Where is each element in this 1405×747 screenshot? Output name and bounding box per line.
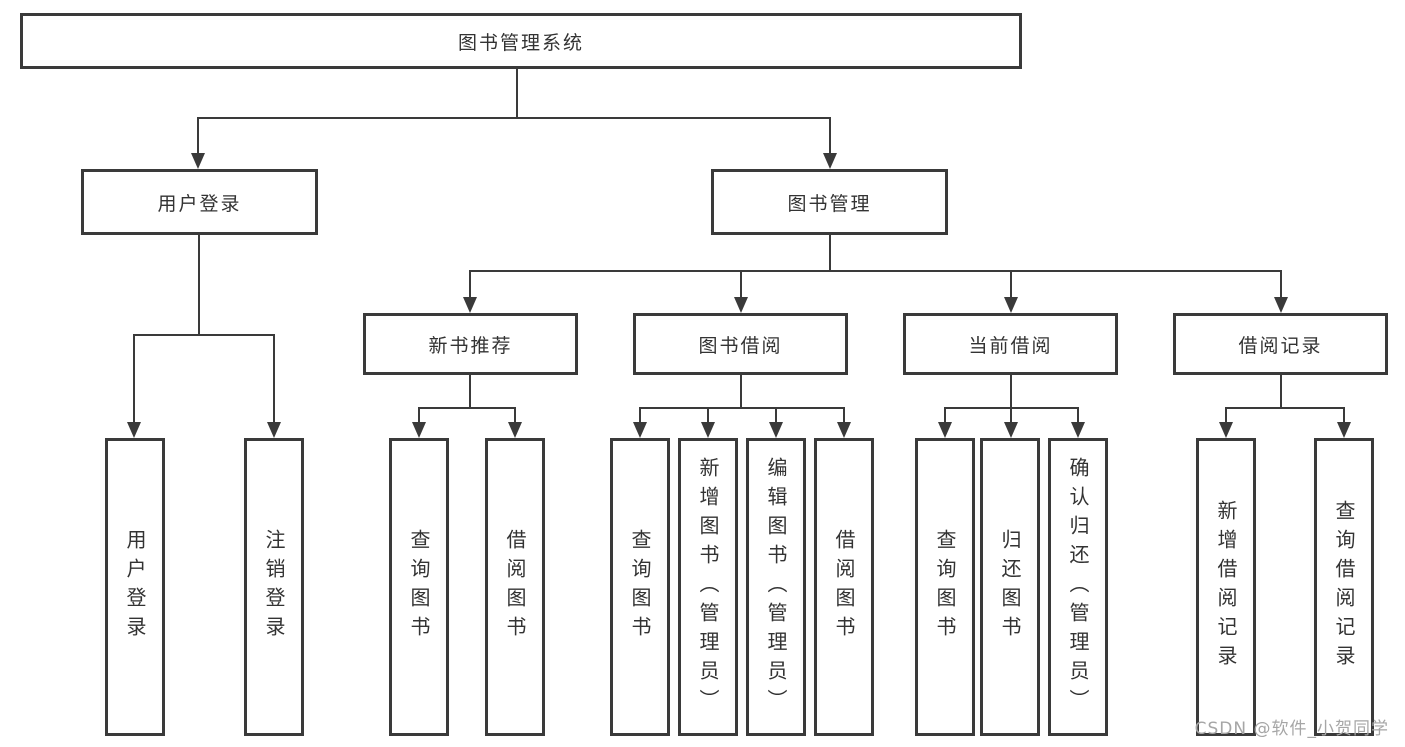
arrow-down-icon <box>633 422 647 438</box>
node-book-borrow: 图书借阅 <box>633 313 848 375</box>
node-label: 查询借阅记录 <box>1332 500 1356 674</box>
connector-arrow-stem <box>1280 271 1282 301</box>
connector-arrow-stem <box>418 408 420 426</box>
node-leaf-borrow-book-1: 借阅图书 <box>485 438 545 736</box>
node-leaf-return-book: 归还图书 <box>980 438 1040 736</box>
arrow-down-icon <box>1004 297 1018 313</box>
watermark: CSDN @软件_小贺同学 <box>1194 719 1389 739</box>
arrow-down-icon <box>412 422 426 438</box>
node-leaf-confirm-return: 确认归还（管理员） <box>1048 438 1108 736</box>
node-leaf-query-book-1: 查询图书 <box>389 438 449 736</box>
arrow-down-icon <box>508 422 522 438</box>
node-label: 新书推荐 <box>428 334 513 357</box>
node-user-login: 用户登录 <box>81 169 318 235</box>
node-leaf-edit-book: 编辑图书（管理员） <box>746 438 806 736</box>
node-label: 归还图书 <box>998 529 1022 645</box>
connector-arrow-stem <box>707 408 709 426</box>
connector-vline <box>740 375 742 408</box>
node-leaf-borrow-book-2: 借阅图书 <box>814 438 874 736</box>
arrow-down-icon <box>823 153 837 169</box>
connector-vline <box>469 375 471 408</box>
connector-vline <box>1280 375 1282 408</box>
node-label: 借阅图书 <box>503 529 527 645</box>
arrow-down-icon <box>769 422 783 438</box>
arrow-down-icon <box>1219 422 1233 438</box>
node-borrow-records: 借阅记录 <box>1173 313 1388 375</box>
node-leaf-add-borrow-record: 新增借阅记录 <box>1196 438 1256 736</box>
node-label: 新增图书（管理员） <box>696 456 720 718</box>
connector-arrow-stem <box>1010 271 1012 301</box>
connector-arrow-stem <box>1010 408 1012 426</box>
connector-arrow-stem <box>469 271 471 301</box>
connector-hline <box>418 407 516 409</box>
connector-arrow-stem <box>1343 408 1345 426</box>
node-leaf-query-borrow-record: 查询借阅记录 <box>1314 438 1374 736</box>
arrow-down-icon <box>938 422 952 438</box>
node-label: 编辑图书（管理员） <box>764 456 788 718</box>
connector-vline <box>1010 375 1012 408</box>
node-label: 注销登录 <box>262 529 286 645</box>
connector-arrow-stem <box>273 335 275 426</box>
connector-arrow-stem <box>197 118 199 157</box>
connector-arrow-stem <box>133 335 135 426</box>
connector-arrow-stem <box>639 408 641 426</box>
connector-hline <box>1225 407 1345 409</box>
arrow-down-icon <box>1071 422 1085 438</box>
node-label: 图书借阅 <box>698 334 783 357</box>
arrow-down-icon <box>127 422 141 438</box>
connector-arrow-stem <box>1225 408 1227 426</box>
connector-vline <box>516 69 518 118</box>
connector-arrow-stem <box>775 408 777 426</box>
node-leaf-logout: 注销登录 <box>244 438 304 736</box>
arrow-down-icon <box>734 297 748 313</box>
node-label: 查询图书 <box>407 529 431 645</box>
node-new-book-recommend: 新书推荐 <box>363 313 578 375</box>
arrow-down-icon <box>463 297 477 313</box>
connector-arrow-stem <box>514 408 516 426</box>
connector-vline <box>198 235 200 335</box>
connector-arrow-stem <box>740 271 742 301</box>
connector-arrow-stem <box>944 408 946 426</box>
node-label: 确认归还（管理员） <box>1066 456 1090 718</box>
arrow-down-icon <box>191 153 205 169</box>
node-book-management: 图书管理 <box>711 169 948 235</box>
node-label: 查询图书 <box>933 529 957 645</box>
node-label: 新增借阅记录 <box>1214 500 1238 674</box>
node-system-root: 图书管理系统 <box>20 13 1022 69</box>
connector-hline <box>133 334 275 336</box>
node-label: 当前借阅 <box>968 334 1053 357</box>
node-label: 用户登录 <box>123 529 147 645</box>
arrow-down-icon <box>1004 422 1018 438</box>
connector-arrow-stem <box>843 408 845 426</box>
node-label: 借阅记录 <box>1238 334 1323 357</box>
arrow-down-icon <box>1274 297 1288 313</box>
connector-arrow-stem <box>1077 408 1079 426</box>
connector-vline <box>829 235 831 271</box>
node-leaf-add-book: 新增图书（管理员） <box>678 438 738 736</box>
connector-arrow-stem <box>829 118 831 157</box>
arrow-down-icon <box>267 422 281 438</box>
node-label: 查询图书 <box>628 529 652 645</box>
node-label: 用户登录 <box>157 192 242 215</box>
node-label: 图书管理系统 <box>457 31 584 54</box>
node-label: 图书管理 <box>787 192 872 215</box>
node-leaf-query-book-3: 查询图书 <box>915 438 975 736</box>
arrow-down-icon <box>837 422 851 438</box>
arrow-down-icon <box>701 422 715 438</box>
node-current-borrow: 当前借阅 <box>903 313 1118 375</box>
node-leaf-user-login: 用户登录 <box>105 438 165 736</box>
connector-hline <box>639 407 845 409</box>
node-label: 借阅图书 <box>832 529 856 645</box>
node-leaf-query-book-2: 查询图书 <box>610 438 670 736</box>
connector-hline <box>469 270 1282 272</box>
connector-hline <box>197 117 831 119</box>
arrow-down-icon <box>1337 422 1351 438</box>
